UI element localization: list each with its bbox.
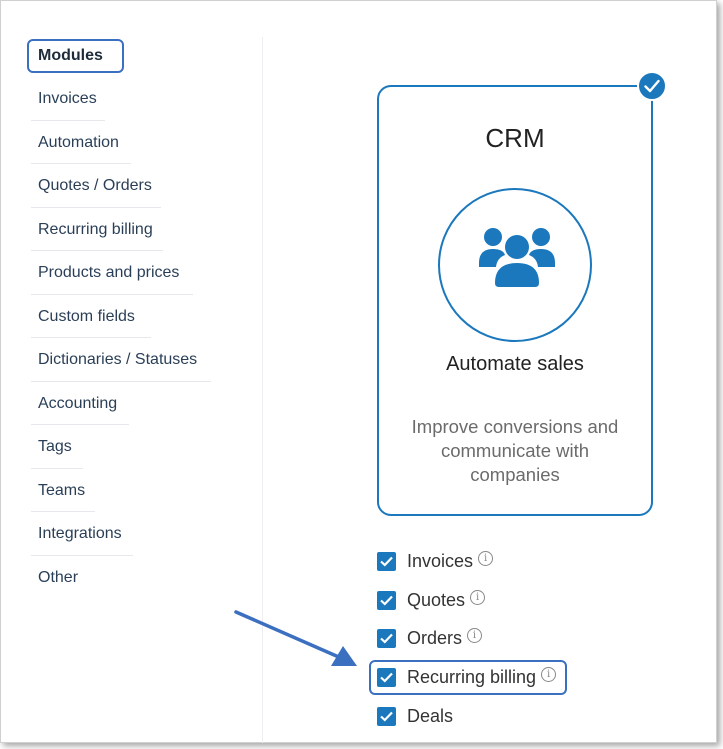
sidebar-item-quotes-orders[interactable]: Quotes / Orders (27, 164, 227, 208)
users-group-icon (479, 228, 555, 287)
selected-check-badge (637, 71, 667, 101)
sidebar-item-label: Modules (38, 47, 103, 64)
sidebar-item-invoices[interactable]: Invoices (27, 77, 227, 121)
option-label: Recurring billing (407, 667, 537, 688)
sidebar-item-label: Invoices (38, 90, 97, 107)
crm-module-card[interactable]: CRM Automate sales Improve conversions a… (377, 85, 653, 516)
module-icon-circle (438, 188, 592, 342)
sidebar-item-custom-fields[interactable]: Custom fields (27, 295, 227, 338)
sidebar-item-label: Tags (38, 438, 72, 455)
option-invoices[interactable]: Invoices i (377, 542, 556, 581)
sidebar-item-label: Products and prices (38, 264, 180, 281)
sidebar-item-products-and-prices[interactable]: Products and prices (27, 251, 227, 295)
option-orders[interactable]: Orders i (377, 620, 556, 659)
info-icon[interactable]: i (467, 628, 483, 644)
info-icon[interactable]: i (470, 589, 486, 605)
checkbox-checked-icon[interactable] (377, 707, 396, 727)
checkbox-checked-icon[interactable] (377, 551, 396, 571)
info-icon[interactable]: i (478, 550, 494, 566)
option-deals[interactable]: Deals (377, 697, 556, 736)
sidebar-item-label: Custom fields (38, 307, 135, 325)
settings-sidebar: Modules Invoices Automation Quotes / Ord… (27, 39, 227, 599)
sidebar-item-label: Quotes / Orders (38, 177, 152, 194)
sidebar-item-label: Accounting (38, 394, 118, 412)
module-options-list: Invoices i Quotes i Orders i Recurring b… (368, 542, 568, 736)
sidebar-item-automation[interactable]: Automation (27, 121, 227, 164)
module-title: CRM (485, 123, 545, 153)
sidebar-item-label: Integrations (38, 525, 122, 542)
sidebar-item-modules[interactable]: Modules (27, 39, 124, 73)
sidebar-item-dictionaries-statuses[interactable]: Dictionaries / Statuses (27, 338, 227, 382)
sidebar-item-recurring-billing[interactable]: Recurring billing (27, 208, 227, 251)
sidebar-item-tags[interactable]: Tags (27, 425, 227, 469)
checkbox-checked-icon[interactable] (377, 629, 396, 649)
sidebar-item-integrations[interactable]: Integrations (27, 512, 227, 556)
option-label: Invoices (407, 550, 474, 571)
option-label: Orders (407, 628, 463, 649)
checkmark-icon (644, 79, 660, 93)
option-recurring-billing[interactable]: Recurring billing i (368, 658, 568, 697)
module-subtitle: Automate sales (446, 353, 584, 375)
option-quotes[interactable]: Quotes i (377, 581, 556, 620)
sidebar-item-other[interactable]: Other (27, 556, 227, 600)
sidebar-item-accounting[interactable]: Accounting (27, 382, 227, 425)
sidebar-item-label: Recurring billing (38, 220, 153, 238)
sidebar-item-label: Dictionaries / Statuses (38, 351, 198, 368)
option-label: Deals (407, 706, 454, 727)
sidebar-item-label: Teams (38, 481, 86, 499)
annotation-arrow-icon (234, 610, 357, 666)
sidebar-divider (262, 37, 263, 743)
checkbox-checked-icon[interactable] (377, 590, 396, 610)
sidebar-item-teams[interactable]: Teams (27, 469, 227, 512)
checkbox-checked-icon[interactable] (377, 668, 396, 688)
option-label: Quotes (407, 589, 466, 610)
info-icon[interactable]: i (541, 667, 557, 683)
module-description: Improve conversions and communicate with… (411, 416, 619, 485)
sidebar-item-label: Automation (38, 133, 119, 151)
sidebar-item-label: Other (38, 568, 79, 586)
